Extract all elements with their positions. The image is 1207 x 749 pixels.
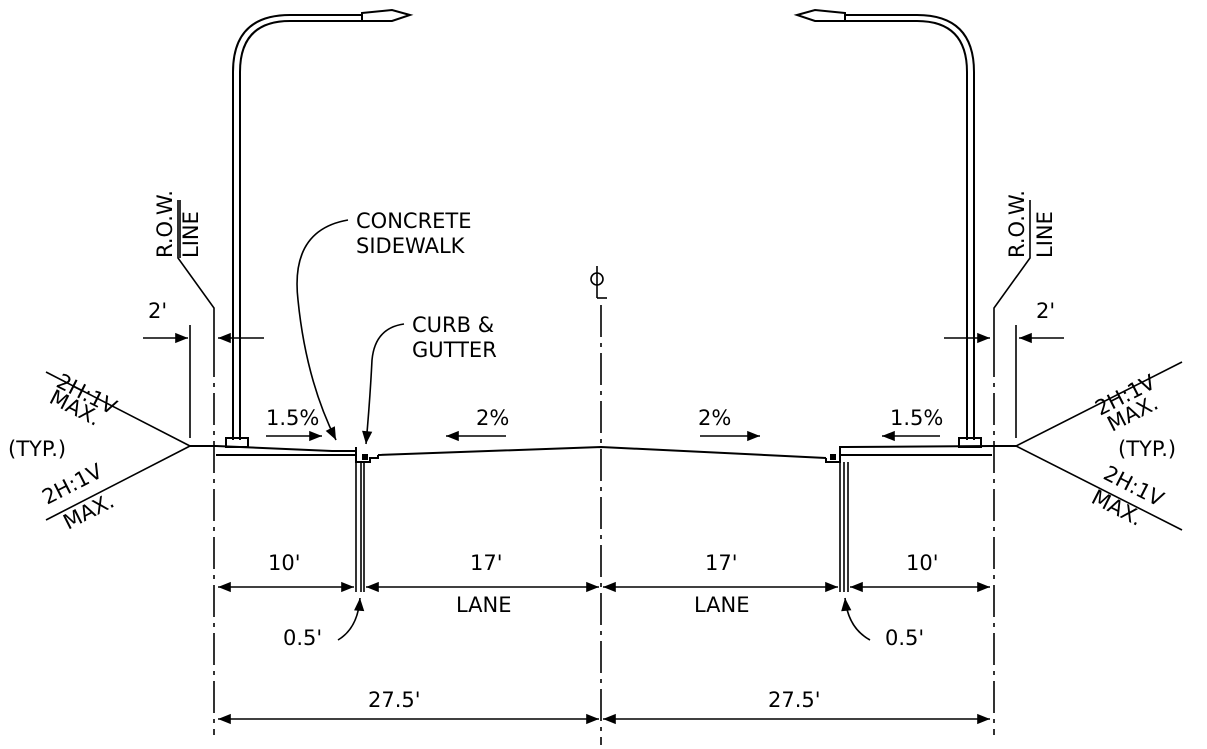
left-sidewalk-slope-label: 1.5% bbox=[266, 406, 319, 430]
curb-gutter-callout: CURB & GUTTER bbox=[362, 313, 497, 445]
concrete-sidewalk-callout: CONCRETE SIDEWALK bbox=[296, 209, 472, 441]
left-row-offset-dimension: 2' bbox=[143, 299, 264, 438]
left-half-width: 27.5' bbox=[368, 688, 421, 712]
lower-dimension-row: 27.5' 27.5' bbox=[218, 688, 990, 725]
right-sidewalk-slope: 1.5% bbox=[882, 406, 943, 442]
left-light-pole bbox=[225, 8, 414, 448]
sidewalk-label: SIDEWALK bbox=[356, 234, 466, 258]
centerline-symbol bbox=[590, 266, 607, 299]
left-side-slopes: 2H:1V MAX. (TYP.) 2H:1V MAX. bbox=[8, 369, 191, 534]
left-lane-label: LANE bbox=[456, 593, 512, 617]
left-lane-slope-label: 2% bbox=[476, 406, 509, 430]
left-row-line: R.O.W. LINE bbox=[153, 190, 215, 735]
right-sidewalk-width: 10' bbox=[906, 551, 939, 575]
left-typical-label: (TYP.) bbox=[8, 437, 66, 461]
row-offset-left: 2' bbox=[148, 299, 167, 323]
left-sidewalk-width: 10' bbox=[268, 551, 301, 575]
row-offset-right: 2' bbox=[1036, 299, 1055, 323]
right-lane-slope-label: 2% bbox=[698, 406, 731, 430]
concrete-label: CONCRETE bbox=[356, 209, 472, 233]
curb-label: CURB & bbox=[412, 313, 494, 337]
left-lane-width: 17' bbox=[470, 551, 503, 575]
row-label-right-bottom: LINE bbox=[1033, 211, 1057, 258]
right-lane-slope: 2% bbox=[698, 406, 760, 442]
right-typical-label: (TYP.) bbox=[1118, 437, 1176, 461]
right-half-width: 27.5' bbox=[768, 688, 821, 712]
row-label-right-top: R.O.W. bbox=[1005, 190, 1029, 258]
gutter-label: GUTTER bbox=[412, 338, 497, 362]
right-row-offset-dimension: 2' bbox=[944, 299, 1064, 438]
road-surface bbox=[190, 445, 1016, 592]
left-curb-width: 0.5' bbox=[283, 626, 322, 650]
upper-dimension-row: 10' 17' LANE 17' LANE 10' 0.5' 0.5' bbox=[218, 551, 990, 650]
right-sidewalk-slope-label: 1.5% bbox=[890, 406, 943, 430]
left-lane-slope: 2% bbox=[445, 406, 509, 442]
right-row-line: R.O.W. LINE bbox=[993, 190, 1057, 735]
right-side-slopes: 2H:1V MAX. (TYP.) 2H:1V MAX. bbox=[1015, 361, 1183, 531]
left-sidewalk-slope: 1.5% bbox=[266, 406, 323, 442]
row-label-left-bottom: LINE bbox=[179, 211, 203, 258]
right-light-pole bbox=[793, 8, 982, 448]
right-lane-width: 17' bbox=[705, 551, 738, 575]
right-curb-width: 0.5' bbox=[885, 626, 924, 650]
row-label-left-top: R.O.W. bbox=[153, 190, 177, 258]
right-lane-label: LANE bbox=[694, 593, 750, 617]
